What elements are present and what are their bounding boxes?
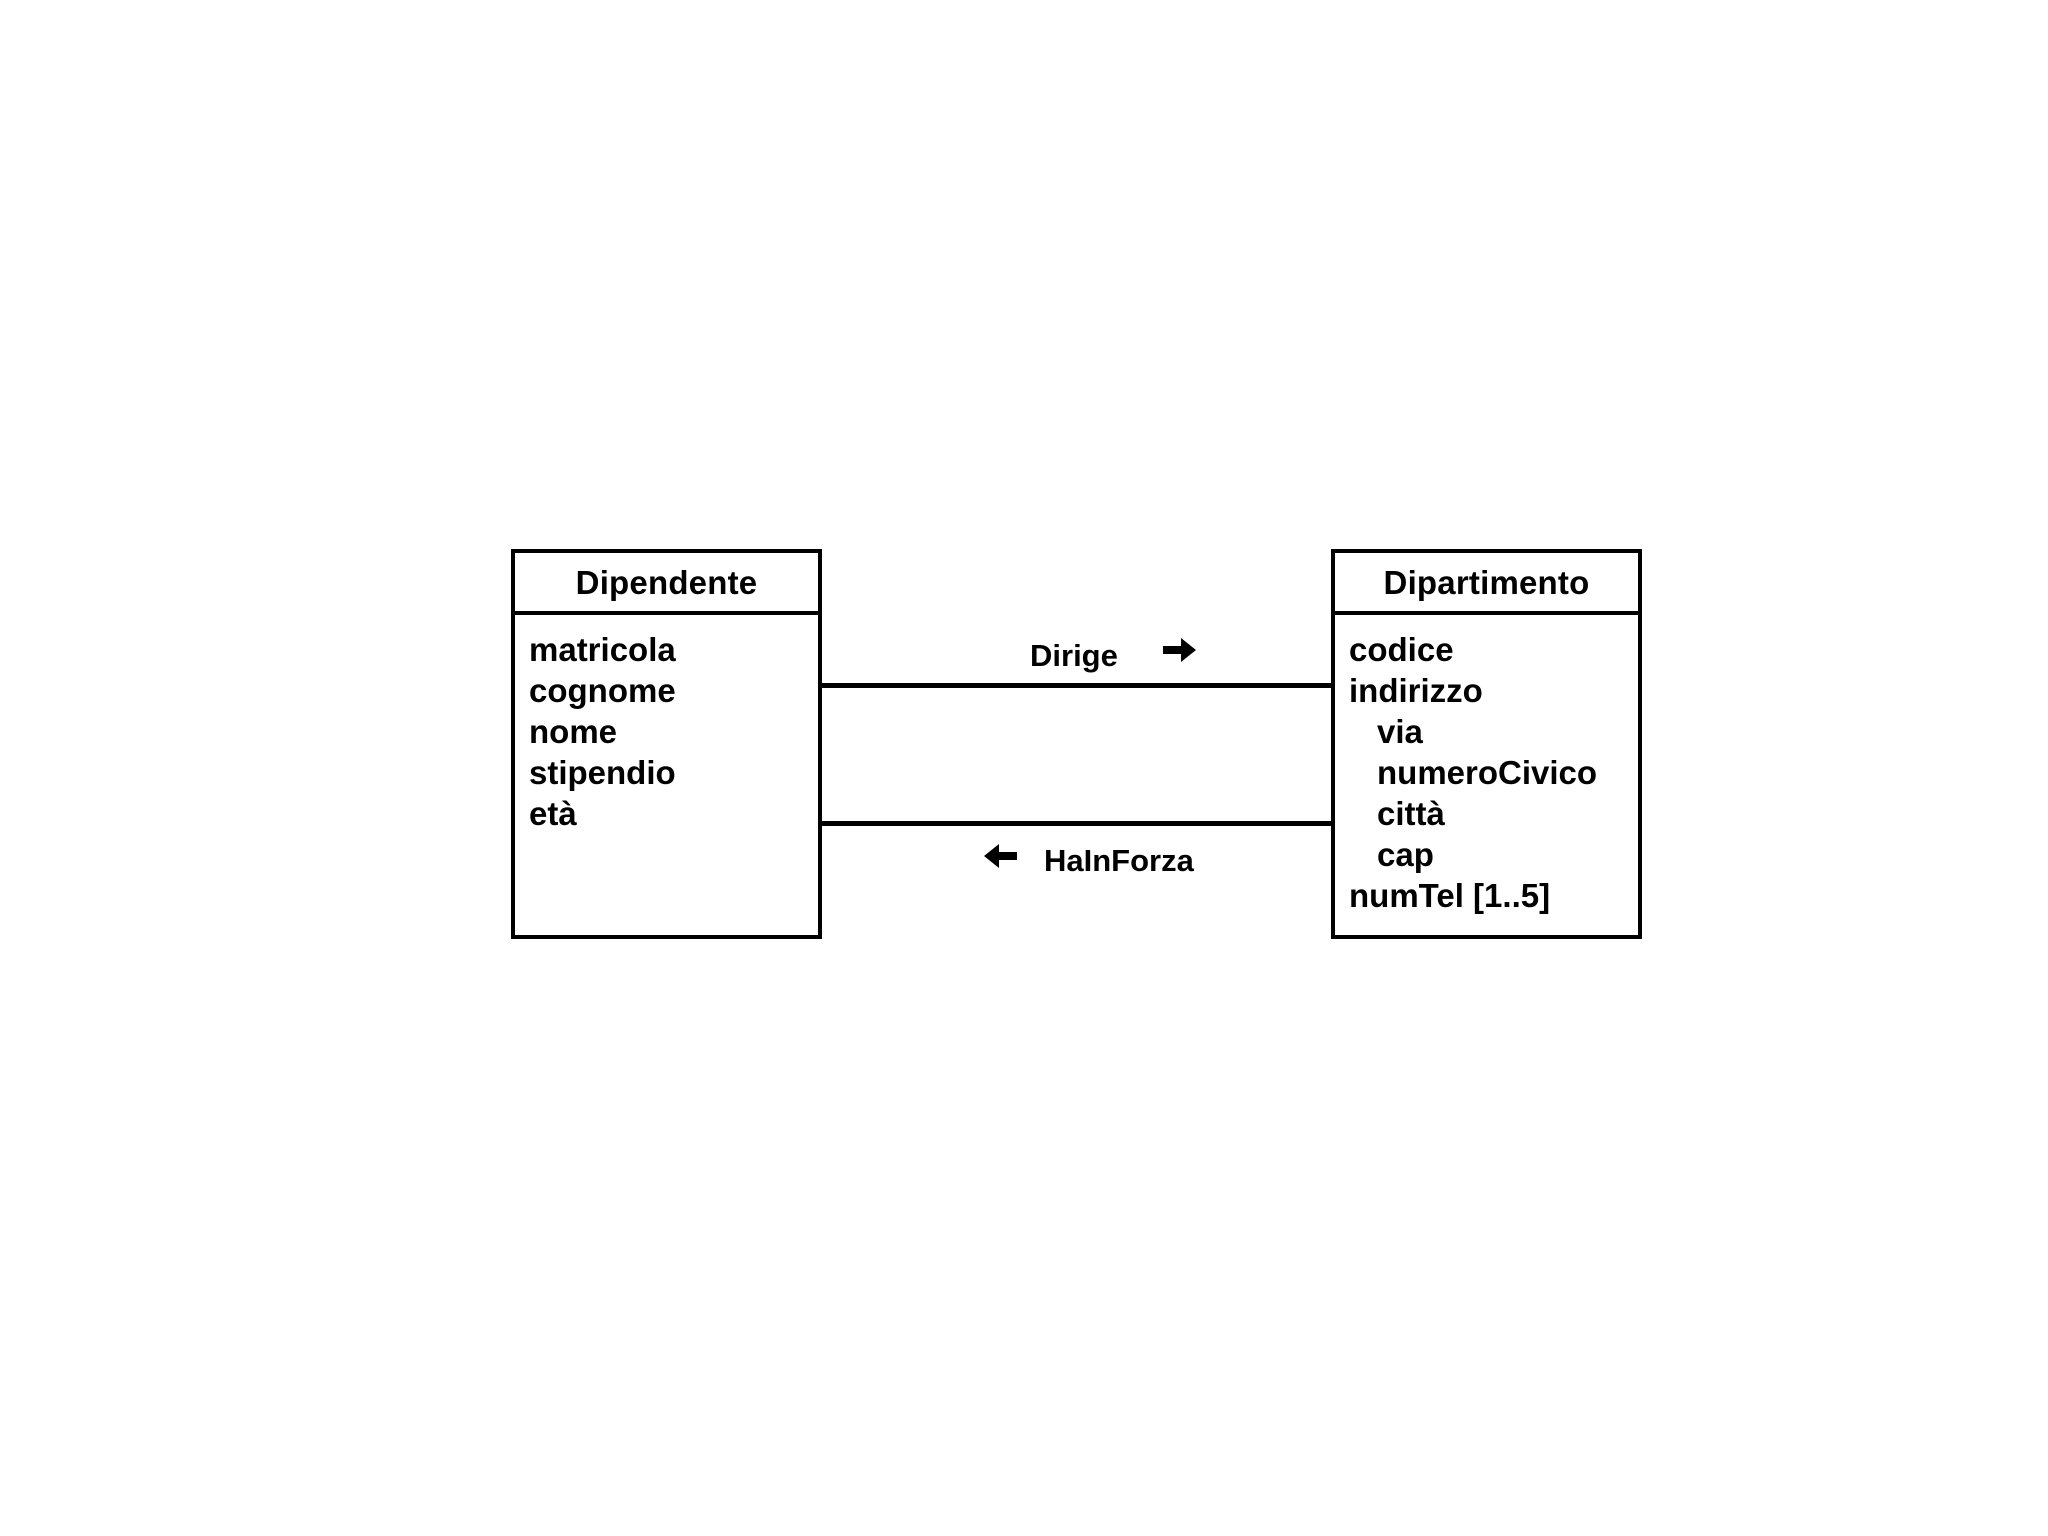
attribute-item: indirizzo [1349, 672, 1483, 709]
association-line-dirige[interactable] [818, 683, 1333, 688]
class-name-dipartimento: Dipartimento [1383, 563, 1590, 601]
class-header-dipendente: Dipendente [515, 553, 818, 615]
attribute-list-dipendente: matricola cognome nome stipendio età [515, 615, 818, 834]
class-header-dipartimento: Dipartimento [1335, 553, 1638, 615]
attribute-list-dipartimento: codice indirizzo via numeroCivico città … [1335, 615, 1638, 916]
attribute-item: città [1377, 795, 1445, 832]
attribute-item: stipendio [529, 754, 676, 791]
class-box-dipendente[interactable]: Dipendente matricola cognome nome stipen… [511, 549, 822, 939]
attribute-item: età [529, 795, 577, 832]
attribute-item: cap [1377, 836, 1434, 873]
attribute-item: nome [529, 713, 618, 750]
attribute-item: numTel [1..5] [1349, 877, 1551, 914]
association-label-hainforza: HaInForza [1044, 843, 1194, 878]
class-name-dipendente: Dipendente [575, 563, 758, 601]
attribute-item: matricola [529, 631, 676, 668]
association-label-dirige: Dirige [1030, 638, 1118, 673]
attribute-item: codice [1349, 631, 1454, 668]
arrow-right-icon [1163, 637, 1197, 663]
association-line-hainforza[interactable] [818, 821, 1333, 826]
attribute-item: via [1377, 713, 1423, 750]
attribute-item: cognome [529, 672, 676, 709]
class-box-dipartimento[interactable]: Dipartimento codice indirizzo via numero… [1331, 549, 1642, 939]
attribute-item: numeroCivico [1377, 754, 1598, 791]
arrow-left-icon [983, 843, 1017, 869]
